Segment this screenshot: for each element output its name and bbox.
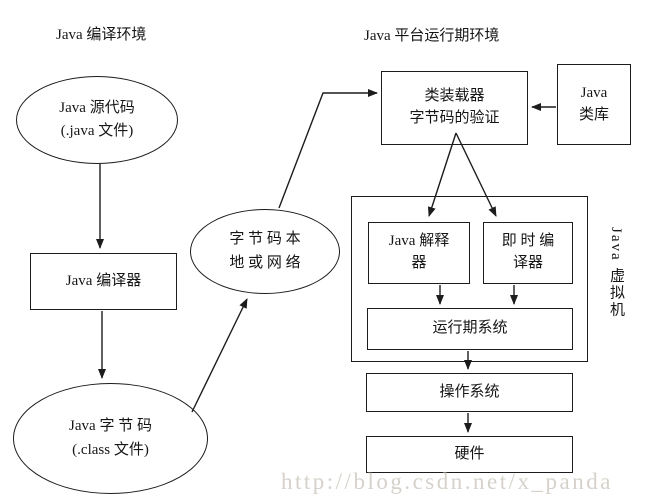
runtime-system-label: 运行期系统 [432,320,508,337]
node-jit-compiler-box: 即 时 编 译器 [483,222,573,284]
interpreter-line2: 器 [411,255,427,271]
java-source-line2: (.java 文件) [60,123,134,139]
node-java-source-ellipse: Java 源代码 (.java 文件) [16,76,178,164]
node-bytecode-network-ellipse: 字 节 码 本 地 或 网 络 [190,209,340,294]
left-section-title: Java 编译环境 [56,27,147,43]
node-class-loader-box: 类装载器 字节码的验证 [381,71,528,145]
java-bytecode-line1: Java 字 节 码 [69,418,152,435]
bytecode-network-line2: 地 或 网 络 [229,254,301,271]
class-loader-line1: 类装载器 [424,88,485,105]
node-java-bytecode-ellipse: Java 字 节 码 (.class 文件) [13,383,208,494]
hardware-label: 硬件 [454,445,485,462]
node-hardware-box: 硬件 [366,436,573,473]
jit-compiler-line2: 译器 [512,255,543,271]
arrow-bytecode-to-network [191,298,248,413]
arrow-network-to-class-loader [278,89,378,209]
node-runtime-system-box: 运行期系统 [367,308,573,350]
class-loader-line2: 字节码的验证 [409,110,500,126]
jvm-vertical-label: Java 虚拟机 [608,227,624,319]
node-java-compiler-box: Java 编译器 [30,253,177,310]
class-library-line2: 类库 [578,106,609,123]
java-bytecode-line2: (.class 文件) [72,441,149,458]
jit-compiler-line1: 即 时 编 [501,233,555,250]
watermark-url: http://blog.csdn.net/x_panda [281,469,613,494]
java-source-line1: Java 源代码 [59,99,135,116]
class-library-line1: Java [580,84,608,101]
right-section-title: Java 平台运行期环境 [364,28,500,44]
node-os-box: 操作系统 [366,373,573,412]
os-label: 操作系统 [439,383,500,400]
node-interpreter-box: Java 解释 器 [368,222,470,284]
node-class-library-box: Java 类库 [557,64,631,145]
java-compiler-label: Java 编译器 [65,272,142,289]
interpreter-line1: Java 解释 [388,233,450,250]
bytecode-network-line1: 字 节 码 本 [229,231,301,248]
